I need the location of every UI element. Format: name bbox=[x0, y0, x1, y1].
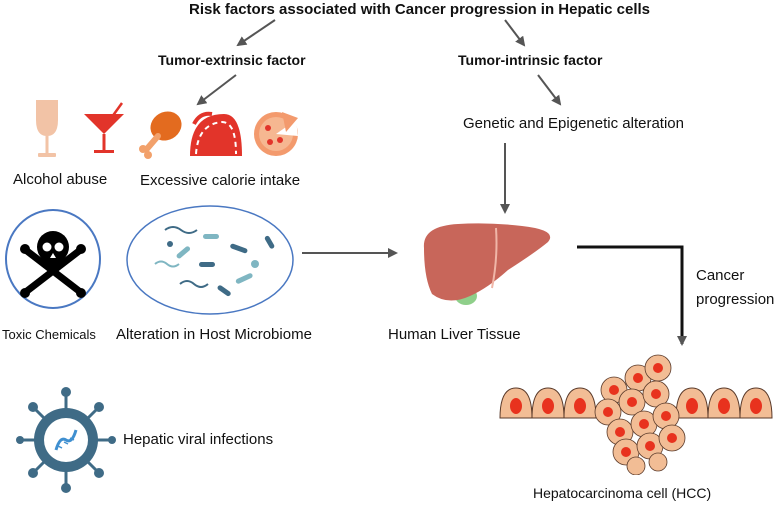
alteration-label: Genetic and Epigenetic alteration bbox=[463, 115, 684, 132]
microbiome-label: Alteration in Host Microbiome bbox=[116, 326, 312, 343]
arrow-to-extrinsic bbox=[236, 19, 276, 47]
hcc-label: Hepatocarcinoma cell (HCC) bbox=[533, 485, 712, 501]
arrow-intrinsic-to-alteration bbox=[537, 74, 562, 106]
progression-label-line2: progression bbox=[696, 291, 775, 308]
progression-label-line1: Cancer bbox=[696, 267, 745, 284]
arrow-extrinsic-to-food bbox=[196, 74, 237, 106]
alcohol-label: Alcohol abuse bbox=[13, 171, 108, 188]
viral-label: Hepatic viral infections bbox=[123, 431, 274, 448]
taco-icon bbox=[190, 111, 242, 156]
intrinsic-heading: Tumor-intrinsic factor bbox=[458, 52, 603, 68]
arrow-liver-to-hcc bbox=[577, 245, 687, 346]
toxic-skull-icon bbox=[5, 209, 101, 309]
liver-label: Human Liver Tissue bbox=[388, 326, 521, 343]
wine-glass-icon bbox=[36, 100, 58, 157]
microbiome-icon bbox=[126, 205, 294, 315]
calorie-label: Excessive calorie intake bbox=[140, 172, 301, 189]
toxic-label: Toxic Chemicals bbox=[2, 327, 96, 342]
diagram-title: Risk factors associated with Cancer prog… bbox=[189, 1, 650, 18]
liver-icon bbox=[423, 223, 551, 305]
pizza-icon bbox=[254, 112, 298, 156]
chicken-leg-icon bbox=[139, 111, 182, 159]
extrinsic-heading: Tumor-extrinsic factor bbox=[158, 52, 306, 68]
hcc-cells-illustration bbox=[499, 354, 773, 475]
virus-icon bbox=[16, 387, 116, 493]
cocktail-glass-icon bbox=[84, 102, 124, 153]
arrow-to-intrinsic bbox=[504, 19, 526, 47]
